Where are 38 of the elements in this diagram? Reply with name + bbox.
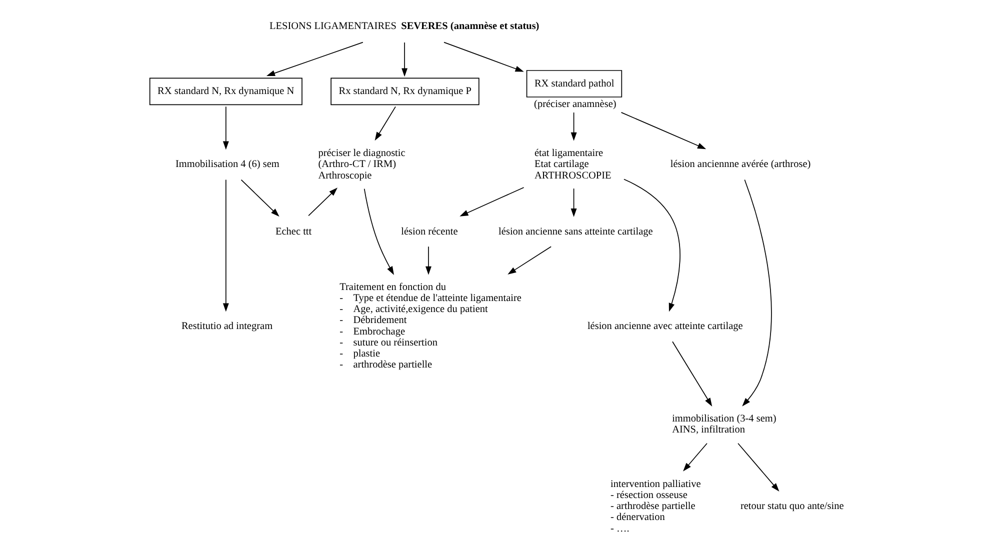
arrow — [374, 106, 396, 141]
arrow — [623, 178, 680, 312]
arrow — [620, 112, 706, 150]
node-text: lésion ancienne avec atteinte cartilage — [586, 321, 742, 332]
arrow — [266, 42, 363, 76]
arrow — [443, 42, 524, 72]
node-box: RX standard pathol — [526, 70, 622, 98]
node-text: intervention palliative - résection osseuse - arthrodèse partielle - dénervation - …. — [610, 478, 700, 534]
arrow — [240, 179, 279, 217]
arrow — [222, 179, 228, 312]
node-text: Immobilisation 4 (6) sem — [174, 159, 279, 170]
node-text: lésion récente — [400, 226, 458, 238]
node-text: préciser le diagnostic (Arthro-CT / IRM) Arthroscopie — [318, 148, 405, 182]
arrow — [507, 246, 552, 274]
node-text: LESIONS LIGAMENTAIRES SEVERES (anamnèse et status) — [269, 21, 539, 32]
arrow — [737, 442, 779, 492]
arrow — [424, 246, 431, 275]
node-text: immobilisation (3-4 sem) AINS, infiltration — [672, 413, 776, 436]
arrow — [308, 188, 337, 216]
arrow — [682, 442, 707, 472]
arrow — [459, 187, 524, 216]
arrow — [742, 179, 772, 406]
arrow — [570, 112, 576, 141]
node-text: Echec ttt — [274, 226, 312, 238]
node-box: Rx standard N, Rx dynamique P — [330, 78, 479, 106]
node-text: lésion anciennne avérée (arthrose) — [670, 159, 810, 170]
node-text: lésion ancienne sans atteinte cartilage — [498, 226, 652, 238]
arrow — [222, 106, 228, 150]
arrow — [401, 42, 408, 77]
node-text: retour statu quo ante/sine — [740, 501, 844, 512]
node-text: Traitement en fonction du - Type et étendue de l'atteinte ligamentaire - Age, activité,exigence du patient - Débridement - Embrochage - suture ou réinsertion - plastie - arthrodèse partielle — [339, 282, 521, 371]
node-label: (préciser anamnèse) — [534, 98, 616, 110]
arrow — [363, 188, 394, 275]
arrow — [672, 341, 712, 407]
node-text: Restitutio ad integram — [180, 321, 272, 332]
node-box: RX standard N, Rx dynamique N — [148, 78, 302, 106]
arrow — [570, 188, 576, 217]
node-text: état ligamentaire Etat cartilage ARTHROSCOPIE — [534, 148, 611, 182]
